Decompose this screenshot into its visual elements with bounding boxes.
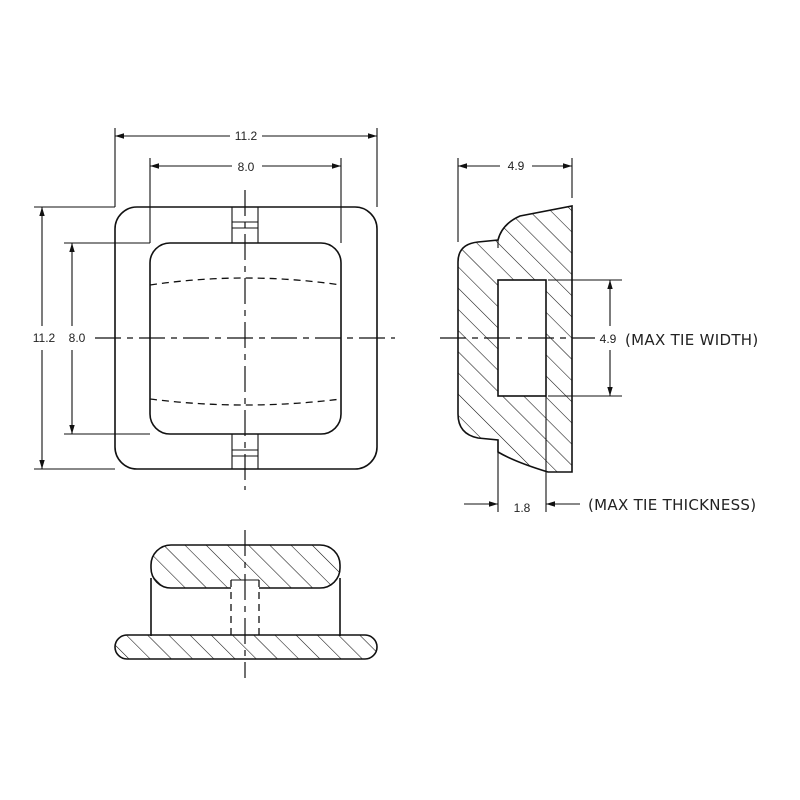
max-tie-thickness-note: (MAX TIE THICKNESS) <box>588 496 756 514</box>
dim-side-slot-height: 4.9 (MAX TIE WIDTH) <box>548 279 759 397</box>
bottom-base-plate <box>114 634 378 660</box>
side-slot-height-label: 4.9 <box>600 332 617 346</box>
bottom-view <box>114 530 378 678</box>
dim-front-inner-width: 8.0 <box>149 158 342 243</box>
front-inner-height-label: 8.0 <box>69 331 86 345</box>
side-slot-width-label: 1.8 <box>514 501 531 515</box>
front-hidden-top-curve <box>149 277 342 286</box>
dim-front-outer-width: 11.2 <box>114 128 378 207</box>
front-top-tab <box>231 207 259 243</box>
dim-front-outer-height: 11.2 <box>33 206 115 470</box>
front-outer-height-label: 11.2 <box>33 331 56 345</box>
front-view: 11.2 8.0 11.2 8.0 <box>33 128 395 490</box>
front-outer-width-label: 11.2 <box>235 129 258 143</box>
front-inner-width-label: 8.0 <box>238 160 255 174</box>
dim-side-slot-width: 1.8 (MAX TIE THICKNESS) <box>464 396 756 515</box>
front-hidden-bottom-curve <box>149 398 342 406</box>
max-tie-width-note: (MAX TIE WIDTH) <box>625 331 759 349</box>
side-depth-label: 4.9 <box>508 159 525 173</box>
side-view: 4.9 4.9 (MAX TIE WIDTH) 1.8 (MAX TIE THI… <box>440 158 759 515</box>
dim-front-inner-height: 8.0 <box>64 242 150 435</box>
dim-side-depth: 4.9 <box>457 158 573 242</box>
